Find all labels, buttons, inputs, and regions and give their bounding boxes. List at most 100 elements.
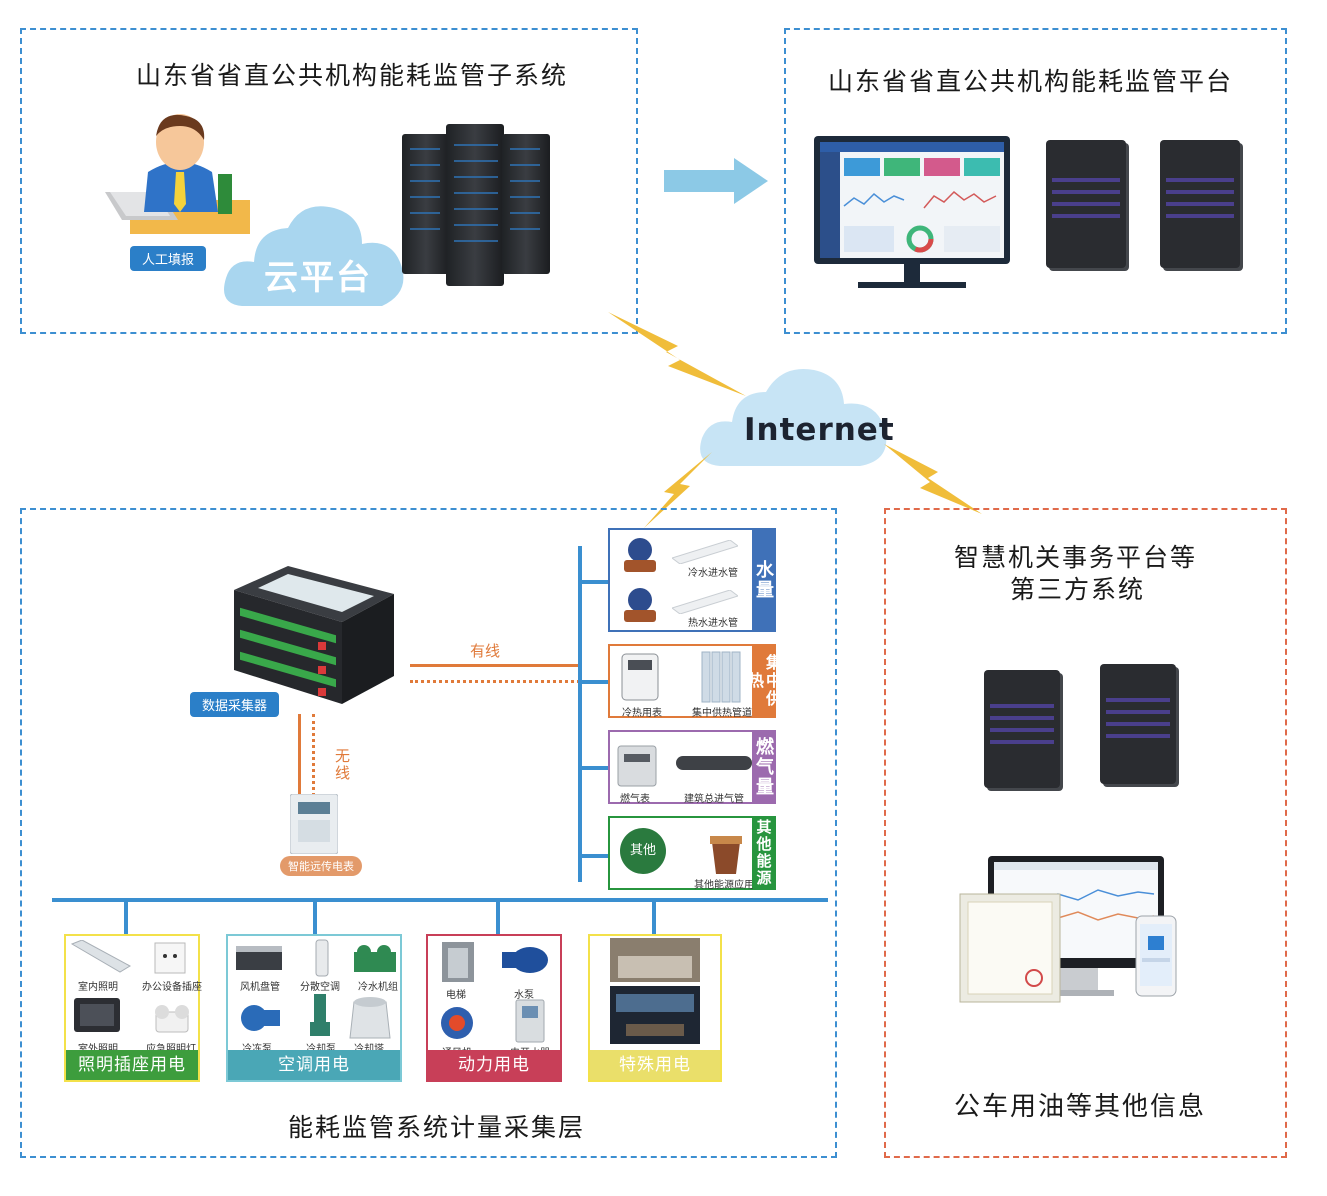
wireless-link-line	[298, 714, 301, 796]
arrow-right-icon	[664, 158, 768, 204]
group-item-label: 冷水机组	[358, 982, 398, 993]
dashboard-monitor-icon	[814, 136, 1010, 288]
outdoor-light-icon	[74, 998, 120, 1032]
energy-branch-line	[578, 680, 610, 684]
group-power: 电梯 水泵 通风机 电开水器 动力用电	[426, 934, 562, 1082]
energy-card-gas: 燃气表 建筑总进气管 燃气量	[608, 730, 776, 805]
subsystem-panel	[20, 28, 638, 334]
collection-title: 能耗监管系统计量采集层	[288, 1113, 586, 1142]
server-cabinet-icon	[984, 670, 1060, 788]
energy-item-label: 建筑总进气管	[684, 794, 744, 805]
energy-type-label: 其他能源	[752, 818, 774, 888]
chiller-icon	[354, 945, 396, 972]
emergency-light-icon	[155, 1005, 189, 1033]
third-party-title-line1: 智慧机关事务平台等	[954, 543, 1198, 572]
energy-type-label: 水量	[752, 530, 774, 630]
water-boiler-icon	[515, 999, 545, 1043]
group-item-label: 室外照明	[78, 1040, 118, 1055]
internet-label: Internet	[744, 412, 895, 448]
third-party-bottom-text: 公车用油等其他信息	[954, 1092, 1207, 1122]
server-rack-icon	[502, 134, 550, 274]
control-room-photo-icon	[610, 986, 700, 1044]
smart-meter-icon	[290, 794, 338, 854]
cloud-platform-label: 云平台	[264, 258, 372, 298]
energy-item-label: 冷热用表	[622, 708, 662, 719]
group-ac: 风机盘管 分散空调 冷水机组 冷冻泵 冷却泵 冷却塔 空调用电	[226, 934, 402, 1082]
group-label: 照明插座用电	[66, 1050, 198, 1080]
data-collector-icon	[234, 566, 394, 704]
electric-branch-line	[496, 898, 500, 936]
office-socket-icon	[154, 942, 186, 974]
group-item-label: 分散空调	[300, 982, 340, 993]
group-item-label: 冷却塔	[354, 1040, 384, 1055]
wireless-label: 无线	[333, 748, 351, 782]
group-item-label: 应急照明灯	[146, 1040, 196, 1055]
other-energy-badge: 其他	[620, 828, 666, 874]
water-pump-icon	[502, 947, 548, 973]
wireless-link-dotted	[312, 714, 315, 796]
group-item-label: 冷冻泵	[242, 1040, 272, 1055]
third-party-panel	[884, 508, 1287, 1158]
other-energy-app-icon	[710, 836, 742, 874]
group-label: 动力用电	[428, 1050, 560, 1080]
energy-item-label: 冷水进水管	[688, 568, 738, 579]
energy-item-label: 燃气表	[620, 794, 650, 805]
platform-panel	[784, 28, 1287, 334]
radiator-icon	[701, 651, 741, 703]
cooling-pump-icon	[310, 994, 330, 1036]
group-item-label: 风机盘管	[240, 982, 280, 993]
pipe-icon	[672, 540, 738, 564]
split-ac-icon	[315, 939, 329, 977]
cooling-tower-icon	[349, 997, 391, 1039]
pipe-icon	[672, 590, 738, 614]
internet-cloud-icon	[700, 368, 887, 466]
energy-bus-line	[578, 546, 582, 882]
energy-type-label: 燃气量	[752, 732, 774, 802]
fan-coil-icon	[236, 946, 282, 970]
gas-meter-icon	[617, 745, 657, 787]
indoor-light-icon	[70, 940, 132, 973]
energy-branch-line	[578, 580, 610, 584]
lightning-icon	[884, 444, 982, 514]
ventilator-icon	[441, 1007, 473, 1039]
water-meter-icon	[624, 538, 656, 572]
manual-entry-label: 人工填报	[130, 246, 207, 271]
electric-branch-line	[313, 898, 317, 936]
group-item-label: 办公设备插座	[142, 982, 202, 993]
wired-link-line	[410, 664, 580, 667]
server-rack-icon	[402, 134, 450, 274]
water-meter-icon	[624, 588, 656, 622]
electric-branch-line	[124, 898, 128, 936]
electric-bus-line	[52, 898, 828, 902]
group-label: 特殊用电	[590, 1050, 720, 1080]
heat-meter-icon	[621, 653, 659, 701]
lightning-icon	[608, 312, 746, 396]
energy-card-heating: 冷热用表 集中供热管道 集中供热	[608, 644, 782, 719]
third-party-devices-icon	[959, 856, 1177, 1003]
energy-type-label: 集中供热	[745, 646, 782, 716]
energy-item-label: 热水进水管	[688, 618, 738, 629]
electric-branch-line	[652, 898, 656, 936]
gas-pipe-icon	[676, 756, 752, 770]
third-party-title-line2: 第三方系统	[1010, 575, 1146, 604]
kitchen-photo-icon	[610, 938, 700, 982]
data-collector-label: 数据采集器	[190, 692, 280, 717]
wired-label: 有线	[470, 642, 501, 660]
elevator-icon	[442, 942, 474, 982]
server-cabinet-icon	[1160, 140, 1240, 268]
chilled-pump-icon	[241, 1005, 280, 1031]
group-label: 空调用电	[228, 1050, 400, 1080]
platform-title: 山东省省直公共机构能耗监管平台	[828, 67, 1234, 96]
cloud-platform-icon	[224, 206, 404, 306]
group-item-label: 室内照明	[78, 982, 118, 993]
energy-card-water: 冷水进水管 热水进水管 水量	[608, 528, 776, 632]
server-cabinet-icon	[1100, 664, 1176, 784]
group-item-label: 冷却泵	[306, 1040, 336, 1055]
group-special: 特殊用电	[588, 934, 722, 1082]
energy-card-other: 其他 其他能源应用 其他能源	[608, 816, 776, 891]
person-laptop-icon	[105, 114, 250, 234]
server-rack-icon	[446, 124, 504, 286]
wired-link-dotted	[410, 680, 580, 683]
energy-branch-line	[578, 854, 610, 858]
energy-item-label: 集中供热管道	[692, 708, 752, 719]
